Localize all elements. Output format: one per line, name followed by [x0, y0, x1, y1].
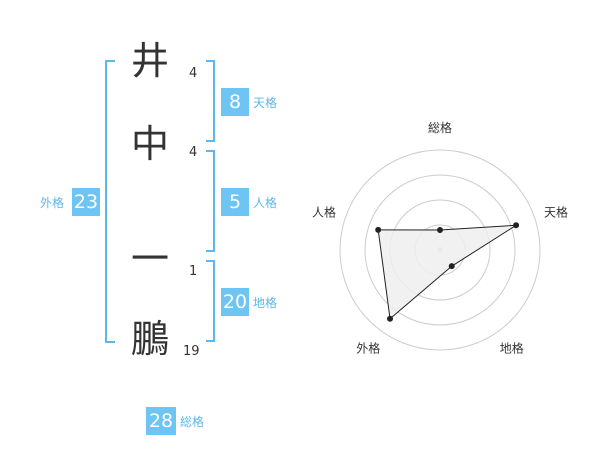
tenkaku-bracket: [206, 60, 215, 142]
radar-point: [375, 226, 382, 233]
radar-area: [377, 224, 517, 320]
stroke-count-2: 4: [189, 145, 198, 160]
gaikaku-bracket: [105, 60, 115, 343]
tenkaku-label: 天格: [253, 96, 278, 110]
radar-point: [448, 263, 455, 270]
name-char-2: 中: [130, 122, 169, 166]
gaikaku-badge: 23: [72, 188, 100, 216]
name-char-4: 鵬: [130, 317, 169, 361]
radar-axis-label: 外格: [356, 341, 380, 356]
stroke-count-4: 19: [183, 344, 200, 359]
name-char-1: 井: [130, 39, 169, 83]
jinkaku-badge: 5: [221, 188, 249, 216]
gaikaku-label: 外格: [40, 196, 65, 210]
soukaku-badge: 28: [146, 407, 176, 435]
chikaku-label: 地格: [253, 296, 278, 310]
chikaku-bracket: [206, 260, 215, 342]
jinkaku-bracket: [206, 150, 215, 252]
jinkaku-label: 人格: [253, 196, 278, 210]
name-char-3: 一: [130, 237, 169, 281]
radar-axis-label: 天格: [544, 204, 568, 219]
radar-axis-label: 総格: [428, 120, 452, 135]
radar-point: [513, 222, 520, 229]
radar-axis-label: 地格: [500, 341, 524, 356]
radar-ring: [339, 149, 541, 351]
radar-points: [375, 222, 520, 322]
tenkaku-badge: 8: [221, 88, 249, 116]
radar-point: [437, 227, 443, 233]
radar-point: [387, 315, 394, 322]
stroke-count-1: 4: [189, 66, 198, 81]
chikaku-badge: 20: [221, 288, 249, 316]
stroke-count-3: 1: [189, 264, 198, 279]
radar-ring: [364, 174, 516, 326]
radar-polygon: [377, 224, 517, 320]
soukaku-label: 総格: [180, 415, 205, 429]
radar-axis-label: 人格: [312, 204, 336, 219]
